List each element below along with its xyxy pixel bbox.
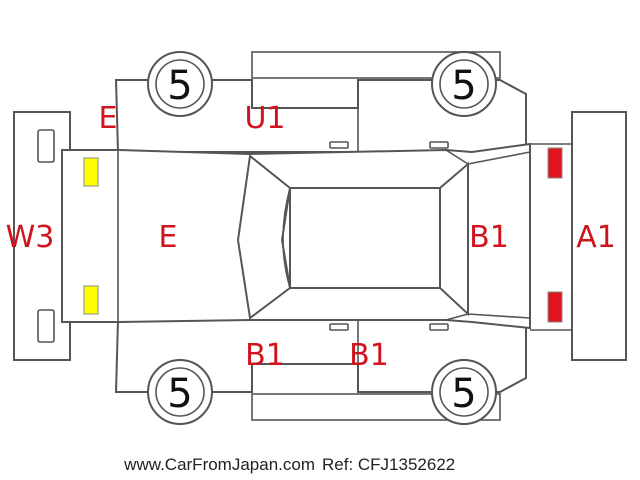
left-side-panel bbox=[114, 51, 527, 153]
tire-score-front-right: 5 bbox=[167, 371, 192, 417]
front-bumper bbox=[13, 111, 71, 361]
wheel-front-right: 5 bbox=[147, 359, 213, 425]
damage-code-rear-glass: B1 bbox=[469, 220, 509, 255]
footer-website: www.CarFromJapan.com bbox=[123, 455, 315, 474]
wheel-rear-left: 5 bbox=[431, 51, 497, 117]
headlight-left-marker bbox=[83, 157, 99, 187]
wheel-rear-right: 5 bbox=[431, 359, 497, 425]
damage-code-front-left-door: U1 bbox=[244, 101, 285, 136]
damage-code-front-right-door: B1 bbox=[245, 338, 285, 373]
damage-code-rear-bumper: A1 bbox=[576, 220, 616, 255]
tire-score-front-left: 5 bbox=[167, 63, 192, 109]
taillight-right-marker bbox=[547, 291, 563, 323]
car-body-top-view bbox=[61, 142, 573, 331]
tire-score-rear-left: 5 bbox=[451, 63, 476, 109]
tire-score-rear-right: 5 bbox=[451, 371, 476, 417]
taillight-left-marker bbox=[547, 147, 563, 179]
footer-reference: Ref: CFJ1352622 bbox=[322, 455, 455, 474]
damage-code-hood: E bbox=[159, 220, 178, 255]
headlight-right-marker bbox=[83, 285, 99, 315]
damage-code-front-left-fender: E bbox=[99, 101, 118, 136]
damage-code-rear-right-door: B1 bbox=[349, 338, 389, 373]
wheel-front-left: 5 bbox=[147, 51, 213, 117]
damage-code-front-bumper: W3 bbox=[6, 220, 55, 255]
